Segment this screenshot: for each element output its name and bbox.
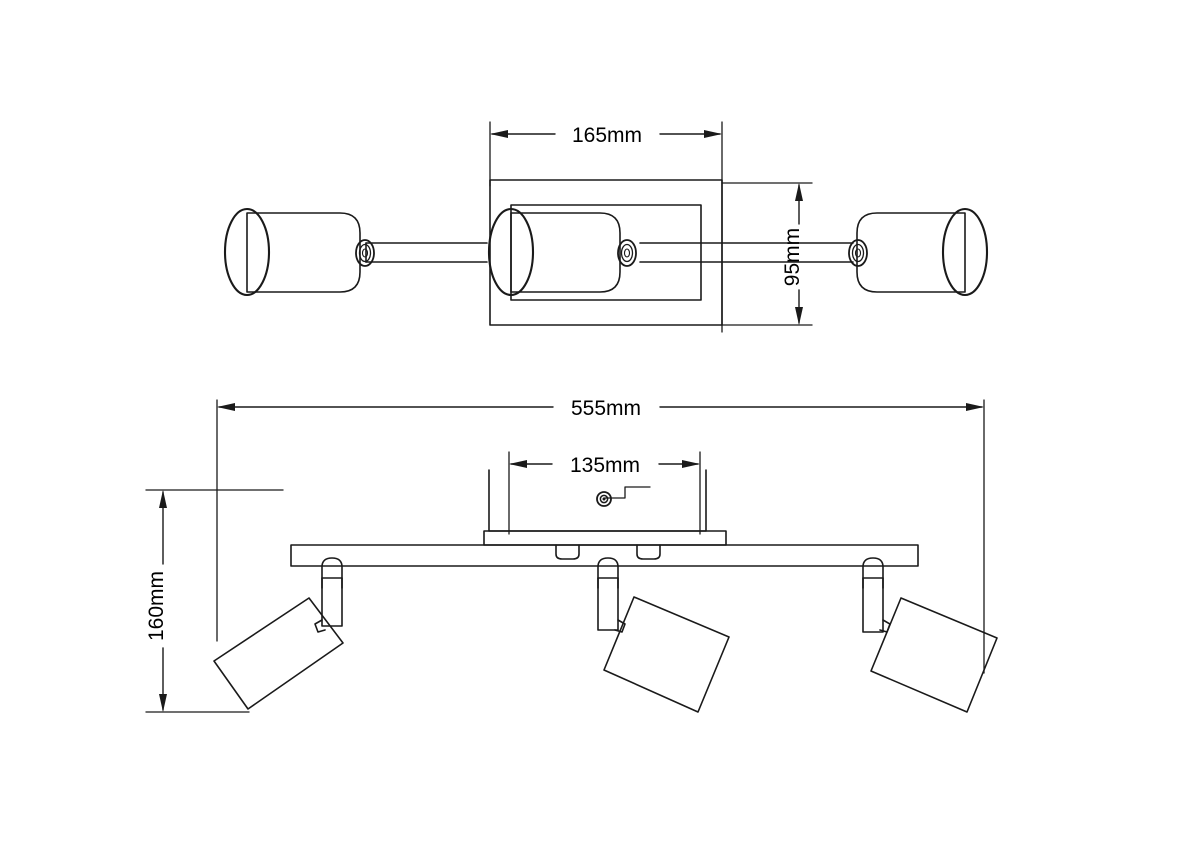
left-spotlight-front (213, 557, 344, 710)
dim-160-arrow-top (159, 490, 167, 508)
dim-165-arrow-left (490, 130, 508, 138)
right-knuckle-joint (848, 239, 868, 267)
dim-165-arrow-right (704, 130, 722, 138)
right-stem-top (862, 557, 884, 589)
middle-lamp-head (603, 596, 730, 713)
base-plate-outer (489, 179, 723, 326)
dim-135-arrow-right (682, 460, 700, 468)
dimension-label-95mm: 95mm (781, 228, 804, 286)
left-stem-body (321, 577, 343, 627)
side-elevation-view (223, 121, 989, 333)
front-elevation-view (145, 399, 998, 713)
canopy-screw-detail (596, 486, 651, 507)
middle-spotlight-front (597, 557, 730, 713)
dim-135-arrow-left (509, 460, 527, 468)
canopy-tab-left (555, 544, 580, 560)
base-plate-inner (510, 204, 702, 301)
left-spotlight-lens (223, 207, 271, 297)
middle-spotlight-body (510, 212, 621, 293)
right-spotlight-body (856, 212, 966, 293)
right-spotlight-lens (941, 207, 989, 297)
left-knuckle-joint (355, 239, 375, 267)
canopy-tab-right (636, 544, 661, 560)
dimension-label-555mm: 555mm (571, 397, 641, 420)
left-lamp-head (213, 597, 344, 710)
dim-95-arrow-bottom (795, 307, 803, 325)
dim-555-arrow-right (966, 403, 984, 411)
dim-95-arrow-top (795, 183, 803, 201)
dimension-label-165mm: 165mm (572, 124, 642, 147)
right-spotlight-front (862, 557, 998, 713)
dimension-label-160mm: 160mm (145, 571, 168, 641)
middle-knuckle-joint (617, 239, 637, 267)
dimension-95mm (721, 182, 813, 326)
dimension-160mm (145, 489, 284, 713)
left-spotlight-body (246, 212, 361, 293)
middle-stem-body (597, 577, 619, 631)
middle-stem-top (597, 557, 619, 589)
left-stem-top (321, 557, 343, 589)
dimension-165mm (489, 121, 723, 333)
dimension-555mm (216, 399, 985, 674)
canopy-mounting-plate (483, 530, 727, 546)
middle-pivot-bracket (614, 619, 626, 633)
right-lamp-head (870, 597, 998, 713)
left-pivot-bracket (314, 619, 326, 633)
middle-spotlight-lens (487, 207, 535, 297)
right-stem-body (862, 577, 884, 633)
dimension-label-135mm: 135mm (570, 454, 640, 477)
dim-160-arrow-bottom (159, 694, 167, 712)
dim-555-arrow-left (217, 403, 235, 411)
dimension-135mm (508, 451, 701, 535)
spotlight-bar (290, 544, 919, 567)
